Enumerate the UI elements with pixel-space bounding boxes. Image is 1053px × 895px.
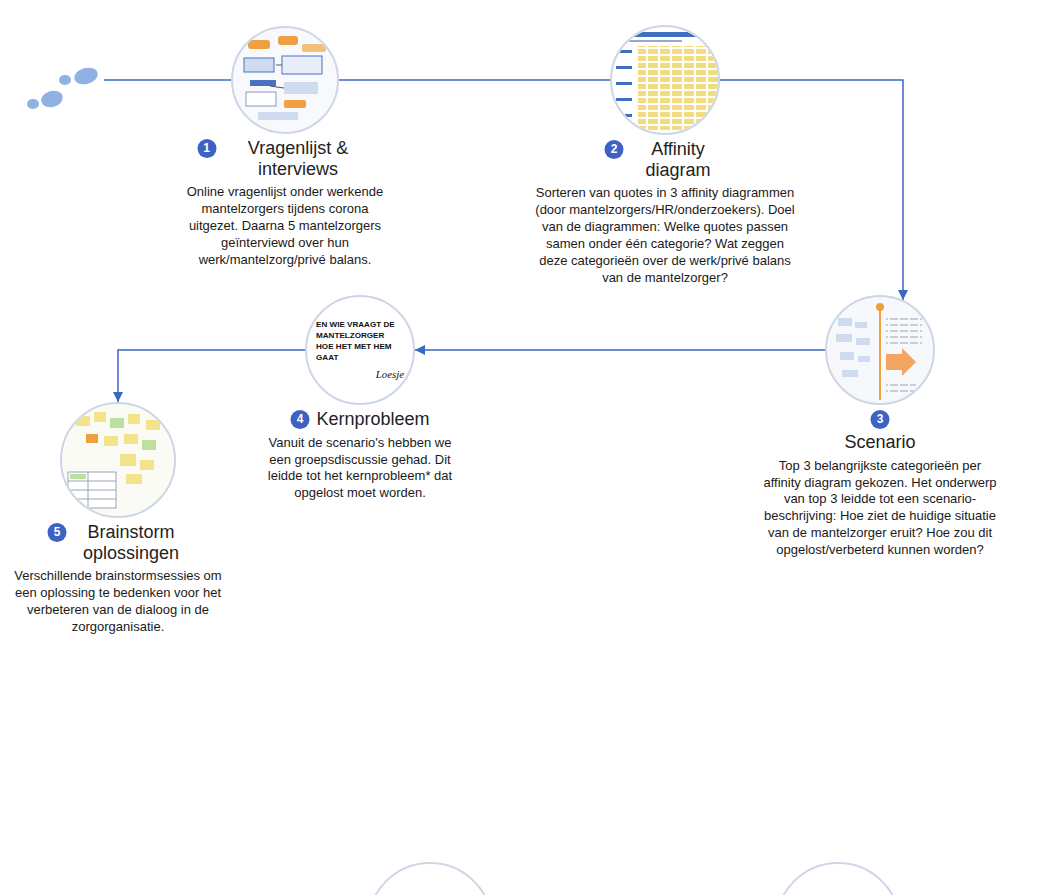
affinity-thumbnail — [610, 25, 722, 135]
step-title: Kernprobleem — [316, 409, 429, 430]
step-description: Verschillende brainstormsessies om een o… — [11, 568, 226, 636]
step-heading: 5 Brainstorm oplossingen — [11, 522, 226, 563]
step-number: 3 — [871, 410, 890, 429]
flow-connector — [339, 79, 610, 81]
step-heading: 2 Affinity diagram — [533, 139, 798, 180]
step-title: Scenario — [844, 432, 915, 453]
step-number: 1 — [197, 139, 216, 158]
brainstorm-thumbnail — [60, 402, 176, 518]
step-heading: 4 Kernprobleem — [258, 409, 463, 430]
step-title: Affinity diagram — [631, 139, 726, 180]
start-line — [104, 79, 231, 81]
step-caption: 1 Vragenlijst & interviewsOnline vragenli… — [178, 138, 393, 269]
step-description: Sorteren van quotes in 3 affinity diagra… — [533, 185, 798, 286]
step-circle: EN WIE VRAAGT DE MANTELZORGER HOE HET ME… — [305, 295, 415, 405]
footsteps-icon — [27, 65, 100, 109]
step-number: 2 — [605, 140, 624, 159]
step-caption: 2 Affinity diagramSorteren van quotes in … — [533, 139, 798, 287]
step-caption: 4 KernprobleemVanuit de scenario's hebben… — [258, 409, 463, 502]
step-circle: 3ScenarioTop 3 belangrijkste categorieën… — [825, 295, 935, 405]
step-title: Brainstorm oplossingen — [74, 522, 189, 563]
step-circle: 5Brainstorm oplossingenVerschillende bra… — [60, 402, 176, 518]
flow-connector — [415, 349, 825, 351]
poster-signature: Loesje — [316, 368, 404, 380]
step-heading: 1 Vragenlijst & interviews — [178, 138, 393, 179]
poster-block: EN WIE VRAAGT DE MANTELZORGER HOE HET ME… — [316, 320, 404, 380]
step-description: Online vragenlijst onder werkende mantel… — [178, 184, 393, 268]
scenario-thumbnail — [825, 295, 935, 405]
step-heading: 3Scenario — [763, 409, 998, 453]
next-step-circle — [368, 863, 492, 895]
questionnaire-thumbnail — [230, 25, 340, 135]
step-number: 5 — [48, 523, 67, 542]
flow-connector — [118, 350, 305, 402]
step-number: 4 — [290, 410, 309, 429]
next-step-circle — [776, 863, 900, 895]
poster-text: EN WIE VRAAGT DE MANTELZORGER HOE HET ME… — [316, 320, 404, 364]
step-circle: 2Affinity diagramSorteren van quotes in … — [610, 25, 720, 135]
step-description: Top 3 belangrijkste categorieën per affi… — [763, 458, 998, 559]
step-circle: 1Vragenlijst & interviewsOnline vragenli… — [231, 26, 339, 134]
step-description: Vanuit de scenario's hebben we een groep… — [258, 435, 463, 503]
step-title: Vragenlijst & interviews — [223, 138, 373, 179]
step-caption: 3ScenarioTop 3 belangrijkste categorieën… — [763, 409, 998, 559]
step-caption: 5 Brainstorm oplossingenVerschillende bra… — [11, 522, 226, 636]
